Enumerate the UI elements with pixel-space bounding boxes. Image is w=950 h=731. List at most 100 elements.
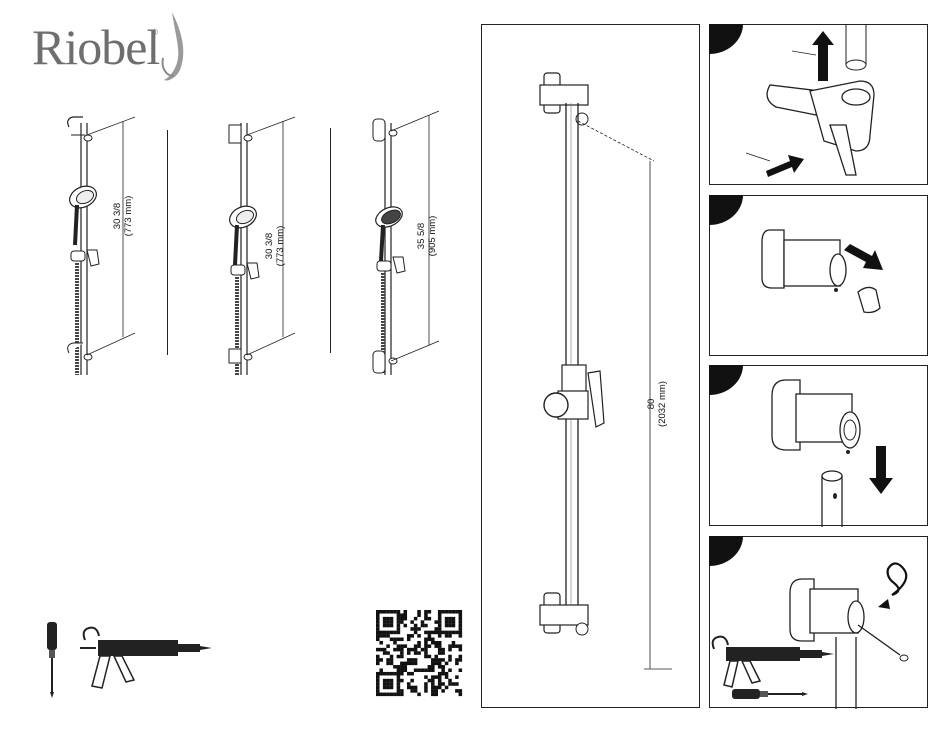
qr-module — [404, 662, 408, 666]
qr-code[interactable] — [376, 610, 462, 696]
qr-module — [397, 682, 401, 686]
qr-module — [424, 638, 428, 642]
qr-module — [459, 613, 463, 617]
qr-module — [376, 648, 380, 652]
qr-module — [434, 631, 438, 635]
qr-module — [445, 686, 449, 690]
qr-module — [386, 631, 390, 635]
main-length: 80 — [646, 369, 657, 439]
qr-module — [383, 617, 387, 621]
qr-module — [424, 648, 428, 652]
qr-module — [417, 668, 421, 672]
qr-module — [390, 617, 394, 621]
qr-module — [379, 648, 383, 652]
qr-module — [414, 668, 418, 672]
qr-module — [414, 627, 418, 631]
qr-module — [386, 658, 390, 662]
qr-module — [404, 617, 408, 621]
qr-module — [438, 613, 442, 617]
qr-module — [414, 662, 418, 666]
qr-module — [455, 610, 459, 614]
step-3-tab — [709, 365, 743, 395]
qr-module — [386, 679, 390, 683]
qr-module — [424, 682, 428, 686]
qr-module — [407, 662, 411, 666]
qr-module — [459, 631, 463, 635]
qr-module — [414, 651, 418, 655]
qr-module — [397, 665, 401, 669]
qr-module — [428, 644, 432, 648]
qr-module — [376, 624, 380, 628]
qr-module — [441, 648, 445, 652]
qr-module — [431, 638, 435, 642]
qr-module — [397, 686, 401, 690]
qr-module — [424, 668, 428, 672]
caulking-gun-icon — [80, 628, 212, 688]
qr-module — [376, 686, 380, 690]
qr-module — [397, 648, 401, 652]
qr-module — [441, 658, 445, 662]
qr-module — [376, 613, 380, 617]
qr-module — [376, 638, 380, 642]
qr-module — [414, 631, 418, 635]
qr-module — [397, 627, 401, 631]
qr-module — [445, 610, 449, 614]
qr-module — [438, 644, 442, 648]
qr-module — [417, 610, 421, 614]
variant-2-drawing: 30 3/8 (773 mm) — [205, 105, 305, 385]
qr-module — [448, 679, 452, 683]
qr-module — [431, 631, 435, 635]
qr-module — [400, 693, 404, 697]
qr-module — [379, 658, 383, 662]
qr-module — [397, 675, 401, 679]
qr-module — [438, 665, 442, 669]
qr-module — [434, 658, 438, 662]
qr-module — [431, 682, 435, 686]
main-metric: (2032 mm) — [657, 369, 668, 439]
qr-module — [448, 610, 452, 614]
qr-module — [448, 624, 452, 628]
qr-module — [421, 620, 425, 624]
qr-module — [379, 668, 383, 672]
qr-module — [428, 665, 432, 669]
qr-module — [397, 610, 401, 614]
qr-module — [410, 648, 414, 652]
qr-module — [431, 693, 435, 697]
qr-module — [455, 675, 459, 679]
qr-module — [455, 658, 459, 662]
qr-module — [376, 627, 380, 631]
qr-module — [393, 648, 397, 652]
qr-module — [455, 644, 459, 648]
qr-module — [404, 665, 408, 669]
variant-3-metric: (905 mm) — [427, 206, 438, 266]
qr-module — [431, 668, 435, 672]
qr-module — [424, 689, 428, 693]
qr-module — [400, 679, 404, 683]
qr-module — [459, 693, 463, 697]
qr-module — [438, 682, 442, 686]
qr-module — [400, 651, 404, 655]
qr-module — [441, 668, 445, 672]
qr-module — [383, 682, 387, 686]
qr-module — [434, 662, 438, 666]
qr-module — [383, 693, 387, 697]
qr-module — [434, 627, 438, 631]
step-2-panel — [709, 195, 928, 356]
qr-module — [410, 627, 414, 631]
variant-2-dimension: 30 3/8 (773 mm) — [264, 216, 286, 276]
qr-module — [438, 651, 442, 655]
qr-module — [441, 672, 445, 676]
qr-module — [390, 679, 394, 683]
qr-module — [393, 641, 397, 645]
main-bar-panel: 80 (2032 mm) — [481, 24, 700, 708]
qr-module — [452, 641, 456, 645]
qr-module — [386, 620, 390, 624]
qr-module — [400, 644, 404, 648]
qr-module — [428, 638, 432, 642]
qr-module — [452, 610, 456, 614]
qr-module — [438, 675, 442, 679]
qr-module — [376, 682, 380, 686]
divider — [330, 128, 331, 353]
qr-module — [441, 665, 445, 669]
qr-module — [438, 634, 442, 638]
